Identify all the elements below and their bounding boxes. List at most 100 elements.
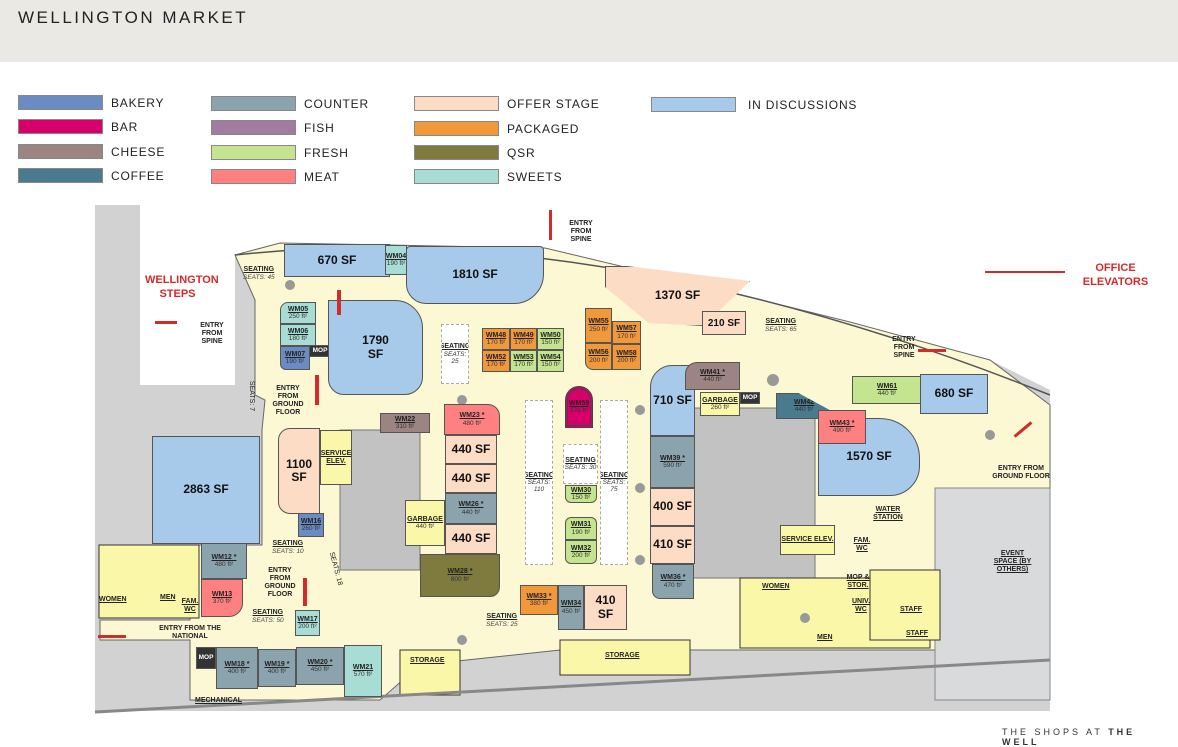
room-label: GARBAGE xyxy=(407,515,443,523)
legend-qsr: QSR xyxy=(414,145,535,160)
legend-bar: BAR xyxy=(18,119,138,134)
legend-swatch xyxy=(211,169,296,184)
unit-area: 590 ft² xyxy=(663,462,682,470)
space-210sf[interactable]: 210 SF xyxy=(702,311,746,335)
unit-wm23[interactable]: WM23 *480 ft² xyxy=(444,404,500,435)
seating-seats: SEATS: 25 xyxy=(486,621,518,629)
entry-from-spine-right: ENTRY FROM SPINE xyxy=(892,336,916,360)
womens-restroom-1: WOMEN xyxy=(99,596,127,603)
unit-id: WM53 xyxy=(513,353,534,361)
space-1810sf[interactable]: 1810 SF xyxy=(406,246,544,304)
unit-id: WM52 xyxy=(485,353,507,361)
space-410sf-b[interactable]: 410 SF xyxy=(650,526,695,564)
unit-wm20[interactable]: WM20 *450 ft² xyxy=(296,647,344,685)
space-410sf-a[interactable]: 410 SF xyxy=(584,585,627,630)
space-440sf-b[interactable]: 440 SF xyxy=(445,464,497,493)
unit-area: 450 ft² xyxy=(561,607,581,615)
unit-wm18[interactable]: WM18 *400 ft² xyxy=(216,647,258,689)
wellington-steps-label: WELLINGTON STEPS xyxy=(145,274,219,300)
unit-id: WM19 * xyxy=(264,660,290,668)
unit-id: WM31 xyxy=(570,521,592,529)
legend-meat: MEAT xyxy=(211,169,340,184)
unit-id: WM34 xyxy=(560,600,582,608)
unit-area: 470 ft² xyxy=(663,581,683,589)
unit-wm43[interactable]: WM43 *490 ft² xyxy=(818,410,866,444)
legend-offer-stage: OFFER STAGE xyxy=(414,96,600,111)
unit-wm36[interactable]: WM36 *470 ft² xyxy=(652,564,694,599)
service-elevator-1: SERVICE ELEV. xyxy=(320,430,352,485)
legend-swatch xyxy=(211,96,296,111)
space-1790sf[interactable]: 1790 SF xyxy=(328,300,423,395)
legend-swatch xyxy=(18,144,103,159)
unit-area: 170 ft² xyxy=(617,332,636,340)
space-area: 440 SF xyxy=(451,441,491,456)
unit-wm41[interactable]: WM41 *440 ft² xyxy=(685,362,740,390)
legend-label: FRESH xyxy=(304,145,349,160)
legend-label: BAR xyxy=(111,119,139,134)
space-area: 410 SF xyxy=(595,593,616,621)
unit-wm28[interactable]: WM28 *800 ft² xyxy=(420,554,500,597)
page-title: WELLINGTON MARKET xyxy=(18,8,249,27)
unit-wm39[interactable]: WM39 *590 ft² xyxy=(650,436,695,488)
legend-swatch xyxy=(414,96,499,111)
service-elevator-2: SERVICE ELEV. xyxy=(780,525,835,555)
space-1100sf[interactable]: 1100 SF xyxy=(278,428,320,514)
unit-wm12[interactable]: WM12 *480 ft² xyxy=(201,543,247,579)
legend-swatch xyxy=(18,95,103,110)
entry-from-the-national: ENTRY FROM THE NATIONAL xyxy=(159,625,221,641)
unit-wm26[interactable]: WM26 *440 ft² xyxy=(445,493,497,524)
unit-area: 440 ft² xyxy=(703,376,722,384)
space-680sf[interactable]: 680 SF xyxy=(920,374,988,414)
staff-room-2: STAFF xyxy=(906,630,929,637)
unit-area: 440 ft² xyxy=(461,508,481,516)
space-area: 410 SF xyxy=(653,537,692,552)
unit-wm33[interactable]: WM33 *380 ft² xyxy=(520,585,558,615)
unit-area: 150 ft² xyxy=(571,494,591,502)
seating-title: SEATING xyxy=(272,540,304,547)
space-2863sf[interactable]: 2863 SF xyxy=(152,436,260,544)
unit-id: WM55 xyxy=(588,318,609,326)
legend-swatch xyxy=(18,119,103,134)
unit-area: 370 ft² xyxy=(569,407,589,415)
up-arrow-icon xyxy=(303,578,307,606)
mop-room-2: MOP xyxy=(196,647,216,669)
unit-area: 260 ft² xyxy=(301,525,321,533)
space-670sf[interactable]: 670 SF xyxy=(284,244,390,277)
legend-label: IN DISCUSSIONS xyxy=(748,97,858,112)
space-710sf[interactable]: 710 SF xyxy=(650,365,695,436)
space-440sf-a[interactable]: 440 SF xyxy=(445,435,497,464)
entry-arrow-icon xyxy=(549,210,552,240)
space-440sf-c[interactable]: 440 SF xyxy=(445,524,497,554)
legend-sweets: SWEETS xyxy=(414,169,562,184)
space-area: 2863 SF xyxy=(183,482,229,497)
space-400sf[interactable]: 400 SF xyxy=(650,488,695,526)
space-area: 210 SF xyxy=(707,317,741,329)
unit-wm19[interactable]: WM19 *400 ft² xyxy=(258,649,296,687)
